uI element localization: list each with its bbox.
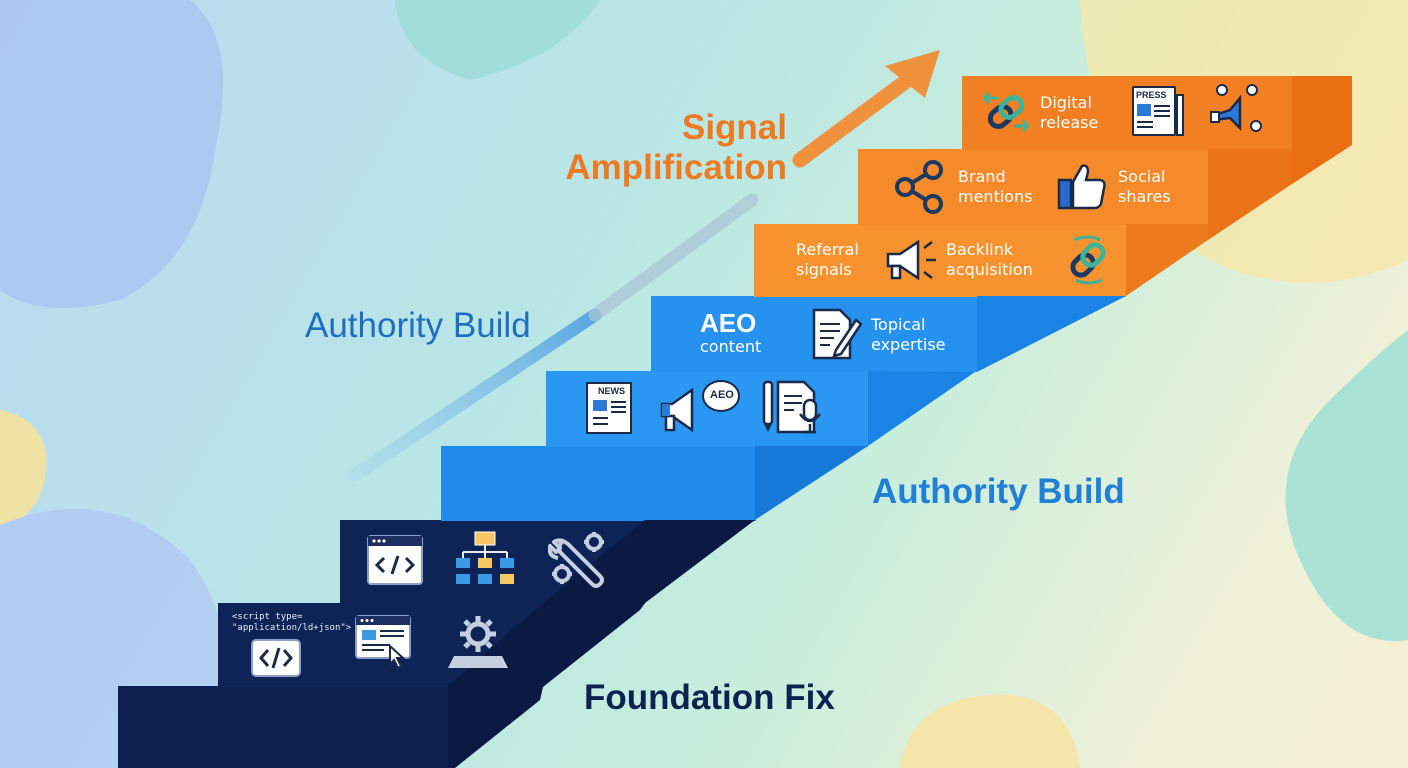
digital-release-label: Digital release bbox=[1040, 93, 1099, 132]
json-ld-code-snippet: <script type= "application/ld+json"> bbox=[232, 612, 352, 633]
sitemap-icon bbox=[456, 531, 514, 584]
amplification-step-1 bbox=[754, 224, 1126, 297]
foundation-step-1 bbox=[118, 686, 448, 768]
document-pen-icon bbox=[812, 308, 862, 360]
thumbs-up-icon bbox=[1057, 164, 1106, 210]
aeo-bubble-label: AEO bbox=[710, 389, 734, 401]
aeo-content-label: content bbox=[700, 337, 762, 356]
press-badge: PRESS bbox=[1136, 90, 1167, 100]
news-icon: NEWS bbox=[584, 380, 636, 436]
megaphone-people-icon bbox=[1210, 84, 1262, 132]
document-mic-icon bbox=[762, 380, 822, 434]
link-refresh-icon bbox=[1070, 235, 1106, 285]
browser-click-icon bbox=[355, 615, 411, 670]
press-newspaper-icon: PRESS bbox=[1132, 86, 1184, 138]
topical-expertise-label: Topical expertise bbox=[871, 315, 946, 354]
code-window-icon bbox=[367, 535, 423, 585]
news-badge: NEWS bbox=[598, 386, 625, 396]
link-arrows-icon bbox=[982, 91, 1030, 133]
phase-label-foundation: Foundation Fix bbox=[584, 678, 835, 717]
megaphone-icon bbox=[886, 239, 936, 281]
code-brackets-icon bbox=[251, 639, 301, 677]
aeo-title: AEO bbox=[700, 308, 757, 338]
social-shares-label: Social shares bbox=[1118, 167, 1171, 206]
wrench-gear-icon bbox=[548, 532, 604, 588]
authority-step-1 bbox=[441, 446, 756, 521]
share-icon bbox=[895, 160, 943, 214]
referral-signals-label: Referral signals bbox=[796, 240, 859, 279]
gear-platform-icon bbox=[448, 616, 508, 668]
phase-label-authority-lower: Authority Build bbox=[872, 472, 1125, 511]
brand-mentions-label: Brand mentions bbox=[958, 167, 1033, 206]
megaphone-aeo-icon: AEO bbox=[658, 378, 742, 438]
backlink-acquisition-label: Backlink acquisition bbox=[946, 240, 1033, 279]
amplification-step-2 bbox=[858, 149, 1208, 225]
phase-label-amplification: Signal Amplification bbox=[565, 108, 787, 187]
phase-label-authority-upper: Authority Build bbox=[305, 306, 531, 345]
